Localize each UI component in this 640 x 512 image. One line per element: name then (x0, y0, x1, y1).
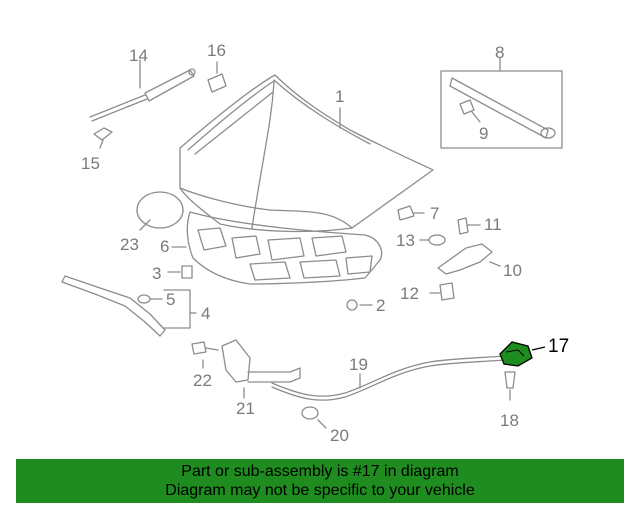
release-cable (271, 355, 506, 401)
cable-grommet (301, 406, 327, 429)
hood-latch-highlighted (499, 341, 546, 367)
ball-stud (93, 127, 113, 149)
small-fasteners (346, 205, 501, 311)
info-banner: Part or sub-assembly is #17 in diagram D… (16, 459, 624, 503)
callout-12: 12 (400, 284, 419, 303)
release-handle (221, 339, 301, 399)
callout-15: 15 (81, 154, 100, 173)
callout-16: 16 (207, 41, 226, 60)
release-handle-bolt (191, 341, 219, 369)
callout-13: 13 (396, 231, 415, 250)
callout-6: 6 (160, 237, 170, 256)
hood-seal-box (440, 57, 563, 149)
hood-strut (89, 59, 196, 122)
callout-18: 18 (500, 411, 519, 430)
banner-line-2: Diagram may not be specific to your vehi… (165, 482, 475, 499)
strut-bracket (207, 61, 227, 93)
callout-8: 8 (495, 43, 505, 62)
callout-20: 20 (330, 426, 349, 445)
callout-7: 7 (430, 204, 440, 223)
callout-4: 4 (201, 304, 211, 323)
hood-inner-panel (186, 211, 383, 285)
hood-rod (61, 275, 166, 337)
callout-2: 2 (376, 296, 386, 315)
callout-1: 1 (335, 87, 345, 106)
callout-22: 22 (193, 371, 212, 390)
callout-21: 21 (236, 399, 255, 418)
callout-14: 14 (129, 46, 148, 65)
latch-bolt (504, 371, 516, 401)
bumper-stops (137, 265, 197, 329)
callout-9: 9 (479, 124, 489, 143)
hood-insulator (136, 191, 184, 231)
callout-5: 5 (166, 290, 176, 309)
callout-11: 11 (484, 215, 502, 234)
callout-23: 23 (120, 235, 139, 254)
callout-10: 10 (503, 261, 522, 280)
callout-3: 3 (152, 264, 162, 283)
banner-line-1: Part or sub-assembly is #17 in diagram (181, 463, 459, 480)
callout-19: 19 (349, 355, 368, 374)
callout-17: 17 (548, 336, 570, 357)
hood-panel (179, 74, 434, 233)
